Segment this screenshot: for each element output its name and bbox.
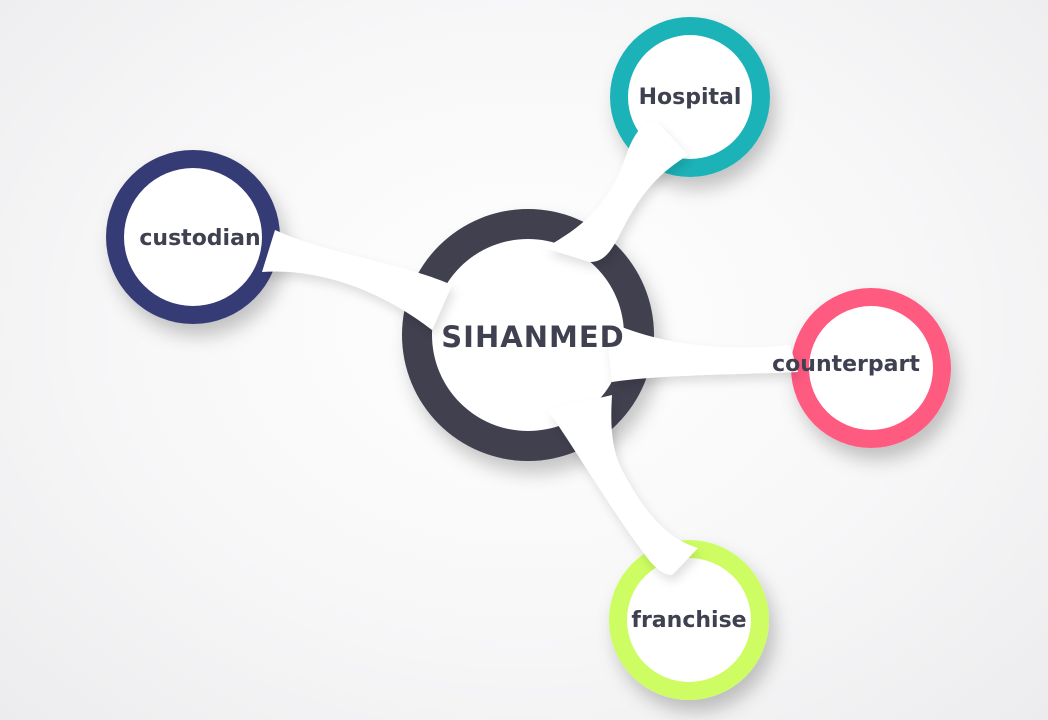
custodian-node-label: custodian: [139, 226, 260, 251]
center-hub-label: SIHANMED: [441, 320, 624, 354]
counterpart-node-label: counterpart: [772, 352, 920, 377]
connector-franchise: [548, 395, 698, 575]
hospital-node-label: Hospital: [639, 85, 742, 110]
custodian-node-core: [124, 168, 262, 306]
franchise-node-core: [627, 558, 751, 682]
franchise-node-label: franchise: [631, 608, 746, 633]
connector-custodian: [262, 230, 452, 330]
connectors: [262, 122, 798, 575]
connector-counterpart: [605, 320, 798, 382]
center-hub-core: [432, 239, 624, 431]
connector-hospital: [545, 122, 688, 262]
counterpart-node-core: [809, 306, 933, 430]
